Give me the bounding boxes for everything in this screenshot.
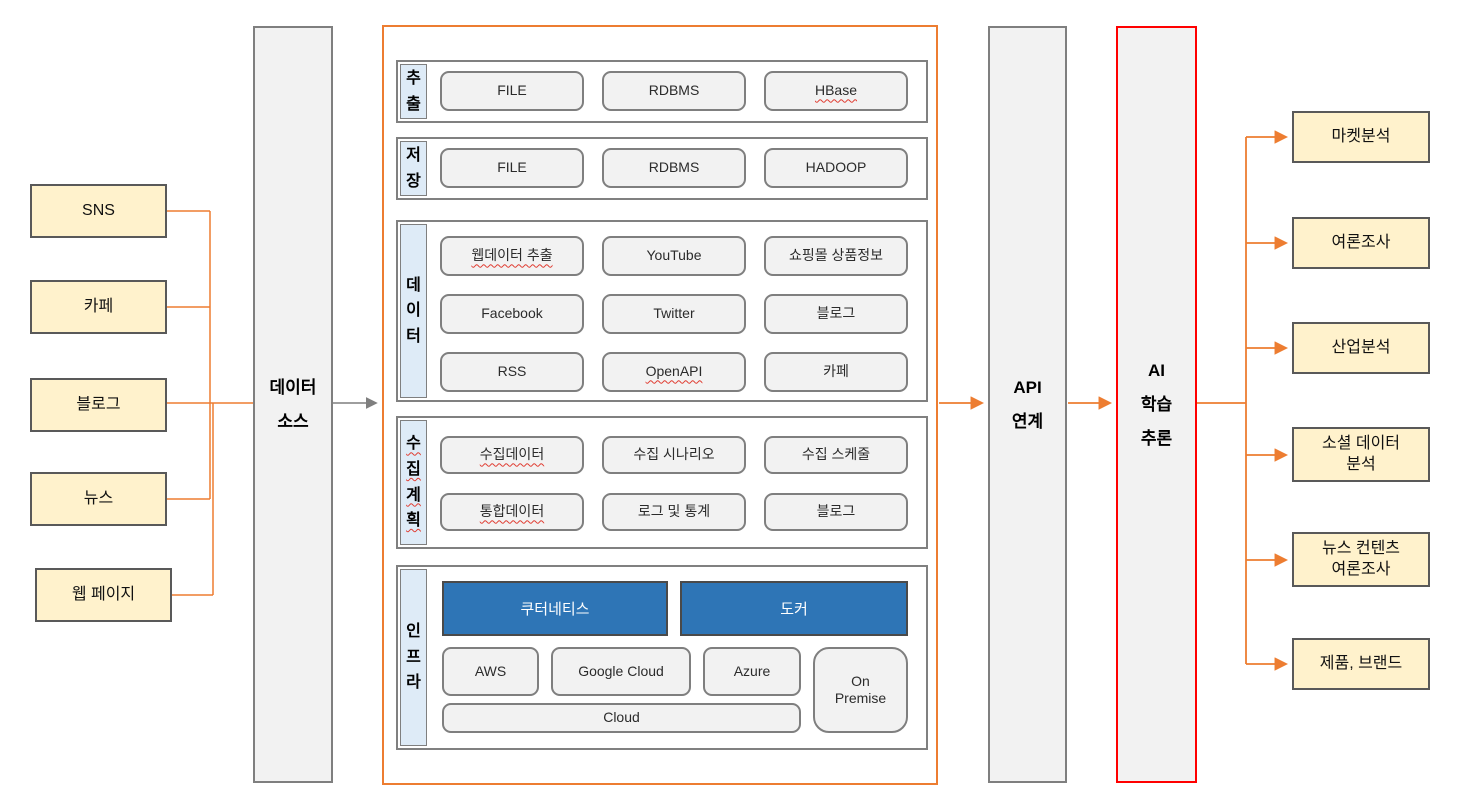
source-label: 웹 페이지: [71, 585, 136, 603]
item-collection-scenario: 수집 시나리오: [602, 436, 746, 474]
item-label: 블로그: [816, 305, 856, 322]
item-blog-plan: 블로그: [764, 493, 908, 531]
platform-docker: 도커: [680, 581, 908, 636]
row-data-label: 데이터: [406, 276, 421, 345]
item-label: 카페: [823, 363, 849, 380]
source-box-news: 뉴스: [30, 472, 167, 526]
row-infra-label-box: 인프라: [400, 569, 427, 746]
output-label: 제품, 브랜드: [1319, 654, 1403, 672]
item-hadoop: HADOOP: [764, 148, 908, 188]
item-twitter: Twitter: [602, 294, 746, 334]
item-label: FILE: [497, 82, 527, 99]
ai-learning-inference-pillar: AI 학습 추론: [1116, 26, 1197, 783]
item-cafe: 카페: [764, 352, 908, 392]
item-label: 쇼핑몰 상품정보: [788, 247, 884, 264]
item-rss: RSS: [440, 352, 584, 392]
row-infra-label: 인프라: [406, 623, 421, 692]
source-box-webpage: 웹 페이지: [35, 568, 172, 622]
item-file-storage: FILE: [440, 148, 584, 188]
item-label: 수집 시나리오: [633, 446, 715, 463]
item-label: RDBMS: [648, 159, 700, 176]
item-label: On Premise: [834, 672, 887, 707]
output-label: 뉴스 컨텐츠 여론조사: [1321, 539, 1401, 578]
output-label: 소셜 데이터 분석: [1321, 434, 1401, 473]
item-label: 블로그: [816, 503, 856, 520]
cloud-aws: AWS: [442, 647, 539, 696]
item-rdbms-storage: RDBMS: [602, 148, 746, 188]
cloud-generic: Cloud: [442, 703, 801, 733]
item-label: Cloud: [603, 709, 640, 726]
platform-label: 도커: [780, 601, 808, 618]
output-label: 산업분석: [1331, 338, 1391, 356]
output-box-product-brand: 제품, 브랜드: [1292, 638, 1430, 690]
item-label: FILE: [497, 159, 527, 176]
row-storage-label: 저장: [406, 146, 421, 190]
source-label: 블로그: [76, 395, 121, 413]
item-web-data-extract: 웹데이터 추출: [440, 236, 584, 276]
row-storage-label-box: 저장: [400, 141, 427, 196]
data-source-label: 데이터 소스: [269, 377, 317, 431]
item-label: Facebook: [481, 305, 543, 322]
row-collection-plan-label-box: 수집계획: [400, 420, 427, 545]
item-label: HADOOP: [805, 159, 867, 176]
api-link-label: API 연계: [1011, 377, 1044, 431]
output-box-social-data-analysis: 소셜 데이터 분석: [1292, 427, 1430, 482]
row-extract-label-box: 추출: [400, 64, 427, 119]
item-facebook: Facebook: [440, 294, 584, 334]
output-box-market-analysis: 마켓분석: [1292, 111, 1430, 163]
output-box-news-content-poll: 뉴스 컨텐츠 여론조사: [1292, 532, 1430, 587]
item-rdbms: RDBMS: [602, 71, 746, 111]
item-label: 수집 스케줄: [801, 446, 871, 463]
item-label: AWS: [474, 662, 507, 679]
item-shopping-product-info: 쇼핑몰 상품정보: [764, 236, 908, 276]
item-log-and-stats: 로그 및 통계: [602, 493, 746, 531]
item-openapi: OpenAPI: [602, 352, 746, 392]
item-label: Azure: [733, 662, 771, 679]
cloud-azure: Azure: [703, 647, 801, 696]
item-integrated-data: 통합데이터: [440, 493, 584, 531]
output-label: 여론조사: [1331, 233, 1391, 251]
item-label: Google Cloud: [578, 662, 664, 679]
cloud-on-premise: On Premise: [813, 647, 908, 733]
source-box-sns: SNS: [30, 184, 167, 238]
item-label: YouTube: [646, 247, 702, 264]
item-label: OpenAPI: [645, 363, 703, 380]
item-blog: 블로그: [764, 294, 908, 334]
row-extract-label: 추출: [406, 69, 421, 113]
source-box-cafe: 카페: [30, 280, 167, 334]
output-box-industry-analysis: 산업분석: [1292, 322, 1430, 374]
item-label: RSS: [497, 363, 527, 380]
source-label: 뉴스: [83, 489, 114, 507]
item-youtube: YouTube: [602, 236, 746, 276]
item-collected-data: 수집데이터: [440, 436, 584, 474]
source-label: SNS: [82, 201, 115, 219]
ai-label: AI 학습 추론: [1140, 360, 1173, 448]
item-label: 수집데이터: [479, 446, 545, 463]
source-label: 카페: [83, 297, 114, 315]
item-collection-schedule: 수집 스케줄: [764, 436, 908, 474]
api-link-pillar: API 연계: [988, 26, 1067, 783]
output-label: 마켓분석: [1331, 127, 1391, 145]
item-label: 웹데이터 추출: [471, 247, 553, 264]
row-data-label-box: 데이터: [400, 224, 427, 398]
data-source-pillar: 데이터 소스: [253, 26, 333, 783]
item-label: 로그 및 통계: [637, 503, 711, 520]
item-label: Twitter: [653, 305, 695, 322]
source-box-blog: 블로그: [30, 378, 167, 432]
item-label: RDBMS: [648, 82, 700, 99]
item-label: 통합데이터: [479, 503, 545, 520]
row-collection-plan-label: 수집계획: [406, 435, 421, 530]
output-box-opinion-poll: 여론조사: [1292, 217, 1430, 269]
item-file: FILE: [440, 71, 584, 111]
source-tree-lines: [165, 210, 253, 596]
platform-kubernetes: 쿠터네티스: [442, 581, 668, 636]
platform-label: 쿠터네티스: [520, 601, 590, 618]
item-hbase: HBase: [764, 71, 908, 111]
item-label: HBase: [814, 82, 858, 99]
cloud-google-cloud: Google Cloud: [551, 647, 691, 696]
